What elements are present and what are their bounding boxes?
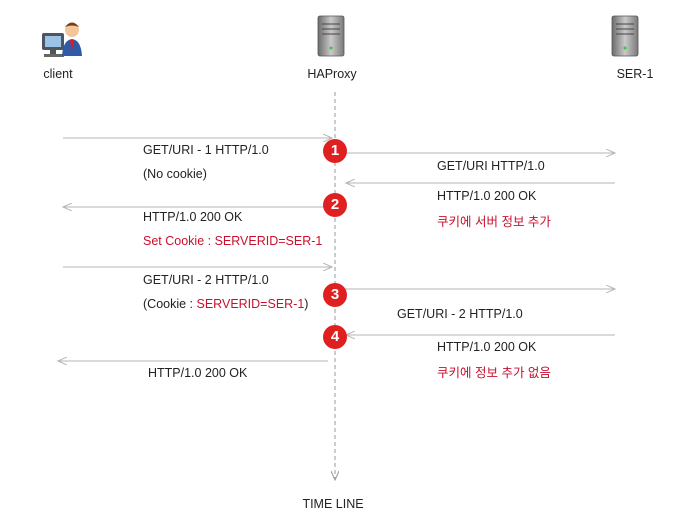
timeline-label: TIME LINE [302,497,364,511]
step-3-request-line: GET/URI - 2 HTTP/1.0 [143,273,269,287]
actor-server-label: SER-1 [616,67,654,81]
step-3-request-cookie: (Cookie : SERVERID=SER-1) [143,297,308,311]
cookie-value: SERVERID=SER-1 [196,297,305,311]
step-3-forward-line: GET/URI - 2 HTTP/1.0 [397,307,523,321]
server-icon [611,15,639,57]
step-1-request-line: GET/URI - 1 HTTP/1.0 [143,143,269,157]
step-1-forward-line: GET/URI HTTP/1.0 [437,159,545,173]
step-2-server-note: 쿠키에 서버 정보 추가 [437,215,551,229]
step-1-request-cookie: (No cookie) [143,167,207,181]
step-2-badge: 2 [323,193,347,217]
step-2-set-cookie: Set Cookie : SERVERID=SER-1 [143,234,323,248]
actor-proxy-label: HAProxy [307,67,357,81]
actor-client-label: client [43,67,73,81]
step-2-client-response: HTTP/1.0 200 OK [143,210,243,224]
step-3-badge: 3 [323,283,347,307]
step-4-client-response: HTTP/1.0 200 OK [148,366,248,380]
step-2-server-response: HTTP/1.0 200 OK [437,189,537,203]
server-icon [317,15,345,57]
step-4-badge: 4 [323,325,347,349]
step-4-server-response: HTTP/1.0 200 OK [437,340,537,354]
step-4-server-note: 쿠키에 정보 추가 없음 [437,366,551,380]
cookie-suffix: ) [304,297,309,311]
cookie-prefix: (Cookie : [143,297,197,311]
step-1-badge: 1 [323,139,347,163]
user-computer-icon [42,22,82,57]
